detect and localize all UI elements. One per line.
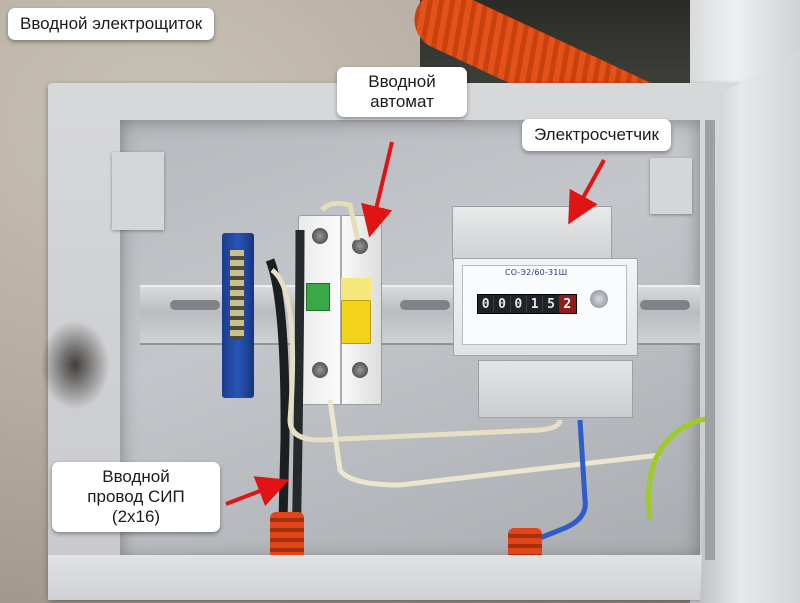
white-wire-2 <box>327 399 661 488</box>
mount-bracket-left <box>112 152 164 230</box>
white-wire-top <box>320 200 361 241</box>
meter-caption: Электросчетчик <box>522 119 671 151</box>
blue-wire <box>534 419 588 543</box>
breaker-lever <box>341 300 371 344</box>
breaker-screw <box>312 228 328 244</box>
breaker-indicator <box>306 283 330 311</box>
scorch-mark <box>40 320 110 410</box>
meter-optical-port <box>590 290 608 308</box>
cable-arrow <box>225 476 290 507</box>
corrugated-sleeve <box>508 528 542 560</box>
rail-slot <box>400 300 450 310</box>
breaker-arrow <box>361 141 394 238</box>
breaker-screw <box>352 238 368 254</box>
cable-caption-line1: Вводной <box>102 467 170 486</box>
meter-digit-fraction: 2 <box>559 295 576 313</box>
sip-wire-black-2 <box>291 229 305 561</box>
box-bottom-edge <box>48 555 748 600</box>
panel-caption: Вводной электрощиток <box>8 8 215 40</box>
panel-caption-text: Вводной электрощиток <box>20 14 203 33</box>
meter-digit: 5 <box>543 295 560 313</box>
breaker-screw <box>352 362 368 378</box>
cable-caption: Вводной провод СИП (2x16) <box>52 462 220 532</box>
meter-caption-text: Электросчетчик <box>534 125 659 144</box>
meter-terminal-cover-bottom <box>478 360 633 418</box>
breaker-caption: Вводной автомат <box>337 67 467 117</box>
door-edge <box>705 120 715 560</box>
meter-model-label: СО-Э2/60-31Ш <box>505 268 568 277</box>
meter-counter: 0 0 0 1 5 2 <box>477 294 577 314</box>
meter-arrow <box>568 159 606 225</box>
cable-caption-line2: провод СИП <box>87 487 185 506</box>
cable-caption-line3: (2x16) <box>111 507 161 526</box>
mount-bracket-right <box>650 158 692 214</box>
rail-slot <box>170 300 220 310</box>
white-wire <box>270 267 563 443</box>
breaker-screw <box>312 362 328 378</box>
meter-digit: 0 <box>494 295 511 313</box>
breaker-caption-line2: автомат <box>370 92 434 111</box>
breaker-caption-line1: Вводной <box>368 72 436 91</box>
breaker-lever-base <box>341 278 371 304</box>
terminal-screws <box>230 250 244 340</box>
rail-slot <box>640 300 690 310</box>
corrugated-sleeve <box>270 512 304 560</box>
meter-digit: 0 <box>511 295 527 313</box>
meter-digit: 0 <box>478 295 495 313</box>
meter-digit: 1 <box>527 295 544 313</box>
